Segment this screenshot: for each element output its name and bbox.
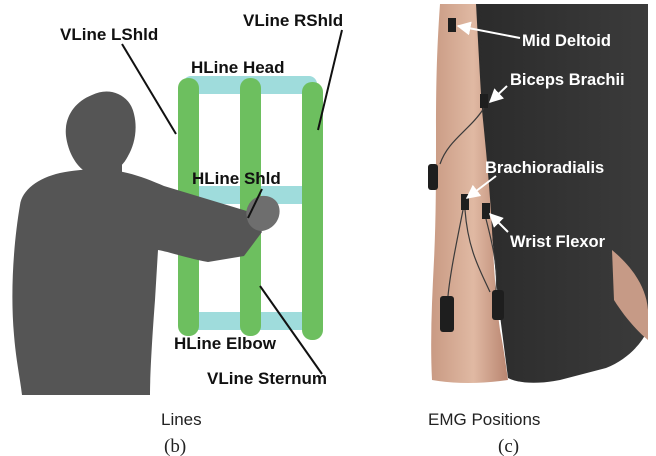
caption-lines: Lines [161,410,202,429]
label-hline-shld: HLine Shld [192,169,281,188]
label-mid-deltoid: Mid Deltoid [522,32,611,50]
panel-c-emg: Mid Deltoid Biceps Brachii Brachioradial… [418,4,648,456]
caption-emg-positions: EMG Positions [428,410,540,429]
label-biceps-brachii: Biceps Brachii [510,71,625,89]
sensor-biceps-brachii [480,94,488,108]
sublabel-c: (c) [498,436,519,456]
electrode-bottom [492,290,504,320]
label-wrist-flexor: Wrist Flexor [510,233,606,251]
panel-b-lines: VLine LShld VLine RShld HLine Head HLine… [12,11,343,456]
shirt-shape [476,4,648,383]
electrode-left-2 [440,296,454,332]
label-hline-elbow: HLine Elbow [174,334,277,353]
arrow-vline-rshld [318,30,342,130]
label-hline-head: HLine Head [191,58,285,77]
label-vline-rshld: VLine RShld [243,11,343,30]
electrode-left-1 [428,164,438,190]
sublabel-b: (b) [164,436,186,456]
label-brachioradialis: Brachioradialis [485,159,604,177]
sensor-wrist-flexor [482,203,490,219]
label-vline-sternum: VLine Sternum [207,369,327,388]
label-vline-lshld: VLine LShld [60,25,158,44]
hand-shape [246,196,279,231]
neck-shape [88,160,122,180]
sensor-mid-deltoid [448,18,456,32]
head-shape [66,91,136,172]
